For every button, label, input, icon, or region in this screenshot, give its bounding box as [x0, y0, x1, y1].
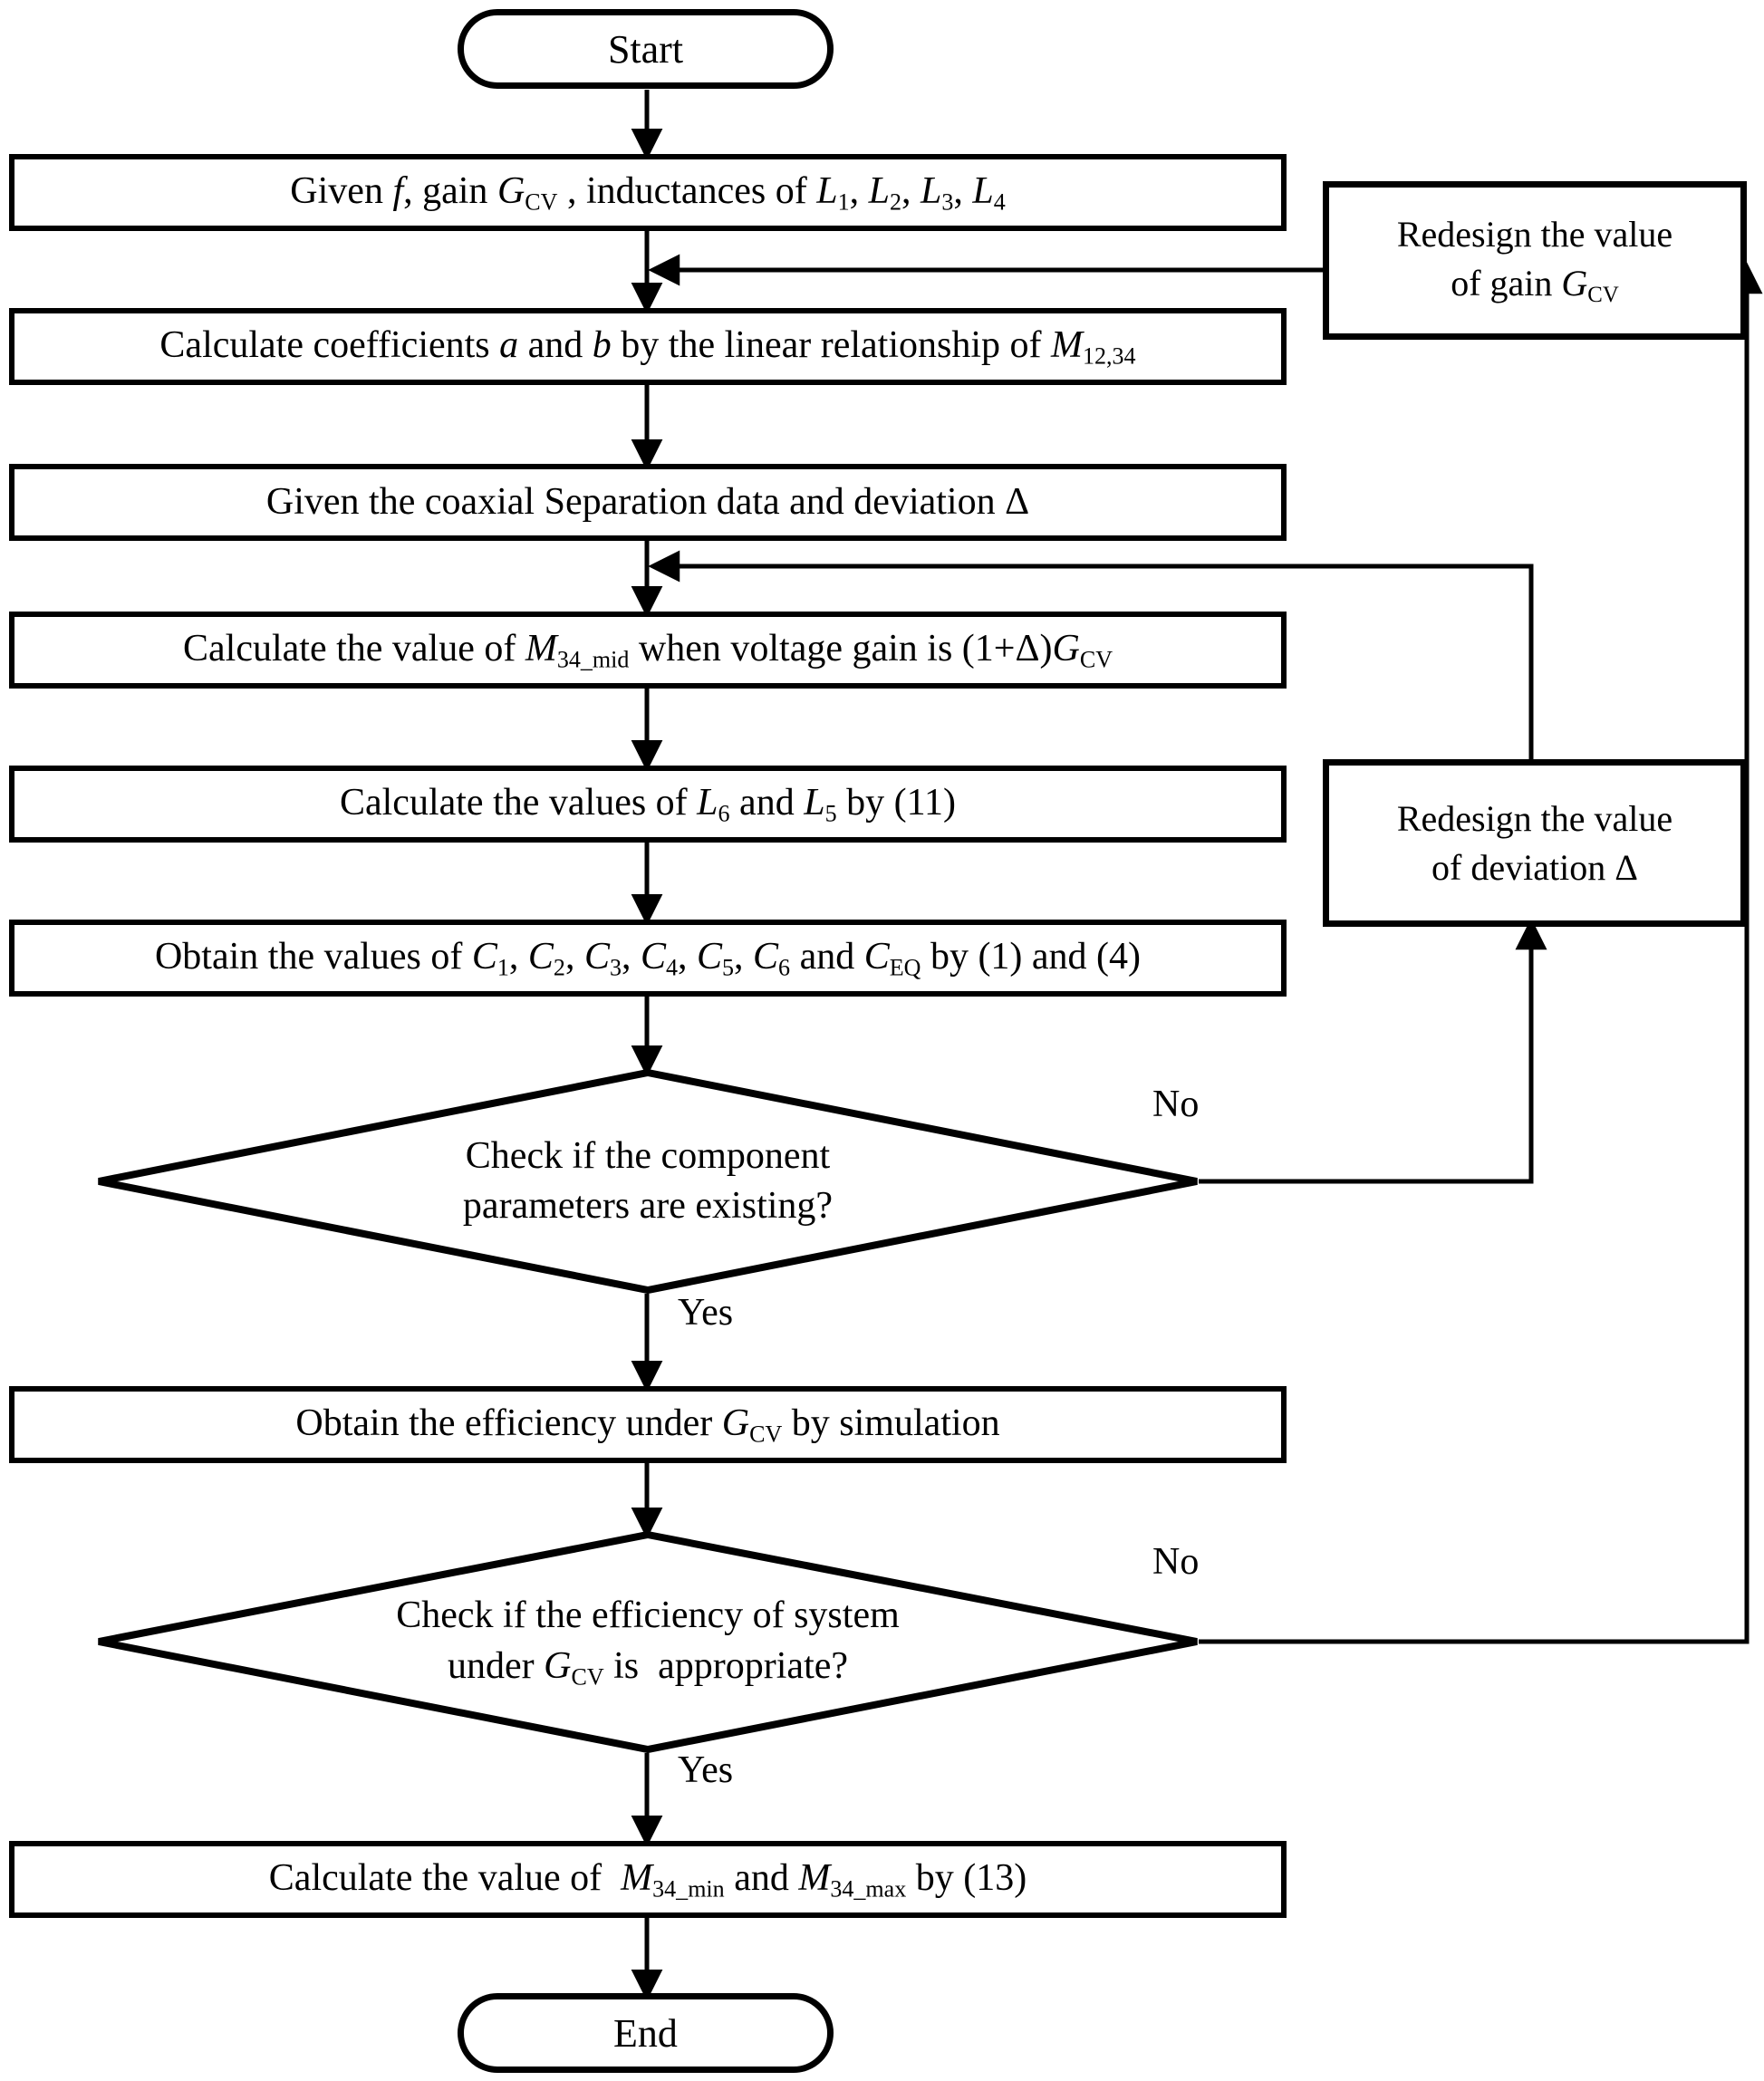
edge-label-efficiency-yes: Yes [678, 1749, 734, 1791]
decision-shape-efficiency [98, 1530, 1198, 1754]
node-given-coaxial[interactable]: Given the coaxial Separation data and de… [9, 464, 1287, 541]
node-calc-m34-minmax[interactable]: Calculate the value of M34_min and M34_m… [9, 1841, 1287, 1918]
node-calc-coefficients[interactable]: Calculate coefficients a and b by the li… [9, 308, 1287, 385]
node-obtain-capacitances-label: Obtain the values of C1, C2, C3, C4, C5,… [154, 936, 1142, 981]
node-given-params[interactable]: Given f, gain GCV , inductances of L1, L… [9, 154, 1287, 231]
node-calc-l6-l5-label: Calculate the values of L6 and L5 by (11… [339, 782, 956, 827]
node-start-label: Start [607, 26, 684, 72]
node-calc-m34-minmax-label: Calculate the value of M34_min and M34_m… [268, 1857, 1027, 1903]
node-start[interactable]: Start [458, 9, 834, 89]
node-obtain-efficiency-label: Obtain the efficiency under GCV by simul… [295, 1402, 1000, 1448]
node-obtain-capacitances[interactable]: Obtain the values of C1, C2, C3, C4, C5,… [9, 920, 1287, 997]
node-given-coaxial-label: Given the coaxial Separation data and de… [265, 481, 1030, 524]
decision-shape-components [98, 1068, 1198, 1295]
node-calc-m34-mid-label: Calculate the value of M34_mid when volt… [183, 628, 1113, 673]
node-end[interactable]: End [458, 1993, 834, 2073]
node-end-label: End [613, 2010, 678, 2056]
node-given-params-label: Given f, gain GCV , inductances of L1, L… [290, 170, 1006, 216]
node-calc-l6-l5[interactable]: Calculate the values of L6 and L5 by (11… [9, 766, 1287, 843]
node-obtain-efficiency[interactable]: Obtain the efficiency under GCV by simul… [9, 1386, 1287, 1463]
node-calc-coefficients-label: Calculate coefficients a and b by the li… [159, 324, 1136, 370]
node-calc-m34-mid[interactable]: Calculate the value of M34_mid when volt… [9, 612, 1287, 689]
edge-label-efficiency-no: No [1152, 1541, 1200, 1583]
edge-label-components-yes: Yes [678, 1292, 734, 1334]
edge-label-components-no: No [1152, 1084, 1200, 1125]
